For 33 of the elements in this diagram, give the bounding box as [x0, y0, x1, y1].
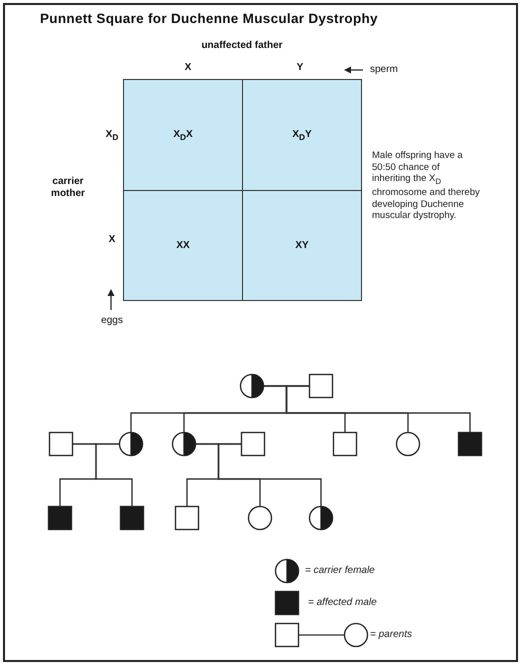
punnett-cell: XY — [242, 190, 362, 301]
allele-label: X — [184, 62, 192, 74]
allele-label: X$_{D}$ — [104, 129, 120, 143]
diagram-title: Punnett Square for Duchenne Muscular Dystrophy — [40, 13, 378, 25]
descent-line — [95, 443, 133, 506]
axis-label: unaffected father — [200, 40, 284, 52]
male-symbol — [332, 432, 358, 456]
male-symbol — [308, 374, 334, 398]
legend-text: = parents — [370, 629, 412, 640]
female-symbol — [248, 506, 272, 530]
male-symbol — [240, 432, 266, 456]
annotation-text: Male offspring have a 50:50 chance of inheriting the X$_{D}$ chromosome and thereby developing Duchenne muscular dystrophy. — [372, 150, 480, 222]
carrier-female-symbol — [240, 374, 264, 398]
allele-label: Y — [296, 62, 304, 74]
female-symbol — [396, 432, 420, 456]
allele-label: X — [108, 234, 116, 246]
descent-line — [218, 443, 322, 506]
gamete-label: sperm — [370, 64, 399, 76]
legend-text: = carrier female — [305, 565, 375, 576]
affected-male-symbol — [458, 432, 482, 456]
male-symbol — [48, 432, 74, 456]
carrier-female-symbol — [118, 432, 144, 456]
punnett-cell: X$_{D}$X — [123, 79, 243, 191]
legend-text: = affected male — [308, 597, 377, 608]
affected-male-symbol — [48, 506, 72, 530]
male-symbol — [174, 506, 200, 530]
affected-male-symbol — [120, 506, 144, 530]
punnett-cell: XX — [123, 190, 243, 301]
gamete-label: eggs — [100, 315, 124, 327]
punnett-cell: X$_{D}$Y — [242, 79, 362, 191]
carrier-female-symbol — [172, 432, 196, 456]
carrier-female-symbol — [308, 506, 334, 530]
axis-label: carrier mother — [50, 176, 86, 200]
